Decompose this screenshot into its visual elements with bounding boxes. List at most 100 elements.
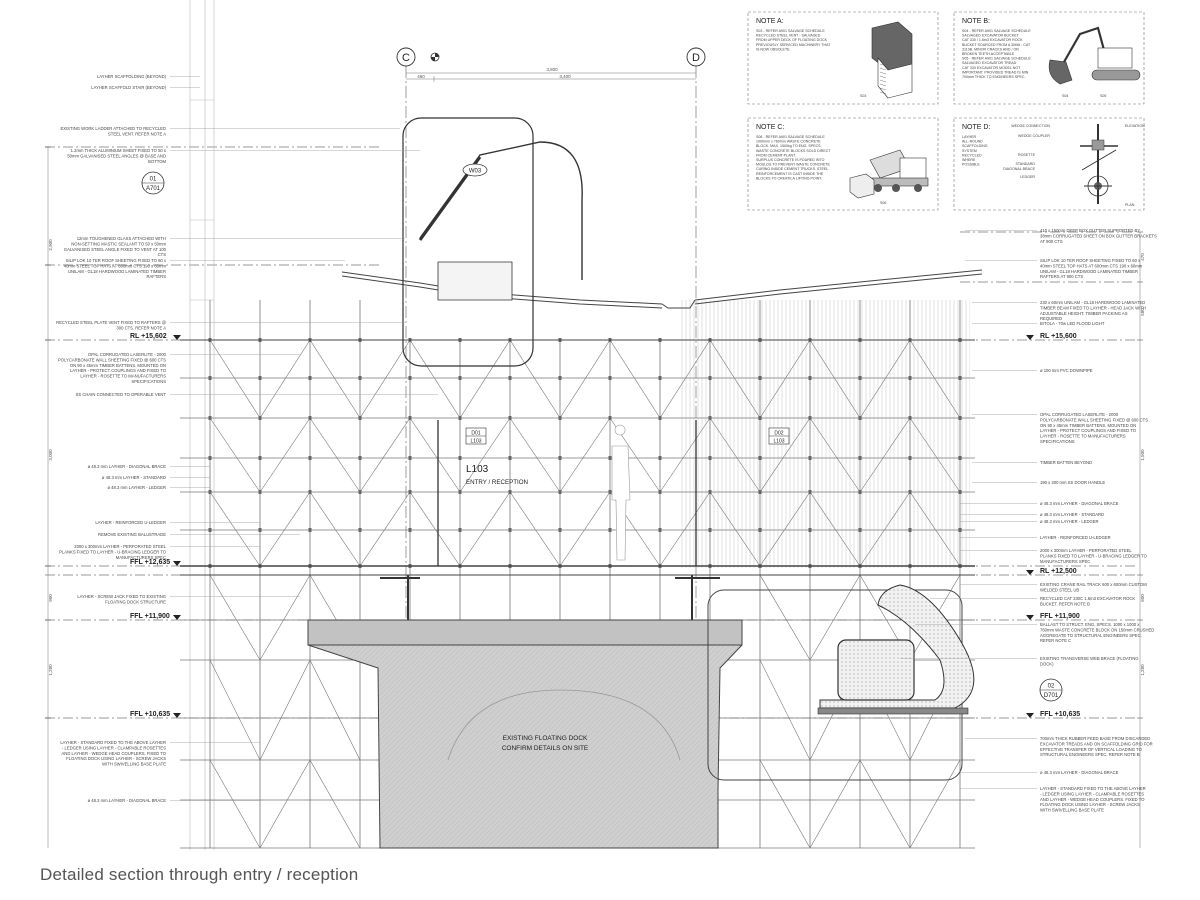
deck-planks	[180, 565, 975, 576]
svg-text:SILIP LOK 10 TER ROOF SHEETING: SILIP LOK 10 TER ROOF SHEETING FIXED TO …	[1040, 258, 1141, 263]
left-note: OPAL CORRUGATED LASERLITE - 2000POLYCARB…	[58, 352, 300, 384]
svg-text:AGGREGATE TO STRUCTURAL ENGINE: AGGREGATE TO STRUCTURAL ENGINEERS SPEC.	[1040, 633, 1142, 638]
svg-text:EFFECTIVE TRANSFER OF VERTICAL: EFFECTIVE TRANSFER OF VERTICAL LOADING T…	[1040, 747, 1143, 752]
svg-text:PLAN: PLAN	[1125, 203, 1135, 207]
left-note: ø 48.3 mm LAYHER - DIAGONAL BRACE	[88, 798, 260, 803]
svg-text:WELDED STEEL UB: WELDED STEEL UB	[1040, 587, 1079, 592]
svg-text:- LEDGER USING LAYHER - CLAMPA: - LEDGER USING LAYHER - CLAMPABLE ROSETT…	[1040, 791, 1144, 796]
top-dimensions	[406, 72, 696, 82]
level-marker-ffl-10635-r: FFL +10,635	[1026, 711, 1080, 718]
right-note: 190 x 300 mm SS DOOR HANDLE	[972, 480, 1105, 485]
svg-text:DOCK): DOCK)	[1040, 661, 1054, 666]
ref01-num: 01	[150, 177, 157, 183]
svg-text:ø 48.3 mm LAYHER - DIAGONAL BR: ø 48.3 mm LAYHER - DIAGONAL BRACE	[88, 464, 167, 469]
centre-line-symbol	[430, 52, 440, 62]
right-note: BITOLA - 70w LED FLOOD LIGHT	[972, 321, 1105, 326]
svg-text:POLYCARBONATE WALL SHEETING FI: POLYCARBONATE WALL SHEETING FIXED @ 600 …	[58, 357, 166, 362]
left-note: RECYCLED STEEL PLATE VENT FIXED TO RAFTE…	[56, 320, 405, 330]
svg-text:LAYHER - STANDARD FIXED TO THE: LAYHER - STANDARD FIXED TO THE ABOVE LAY…	[60, 740, 166, 745]
svg-text:STANDARD: STANDARD	[1015, 162, 1035, 166]
svg-text:LEDGER: LEDGER	[1020, 175, 1035, 179]
svg-text:S04: S04	[1062, 94, 1068, 98]
svg-text:SALVAGED EXCAVATOR TREAD: SALVAGED EXCAVATOR TREAD	[962, 61, 1017, 65]
right-note: EXISTING TRANSVERSE WEB BRACE (FLOATINGD…	[900, 656, 1139, 666]
svg-text:S05 - REFER A901 SALVAGE SCHED: S05 - REFER A901 SALVAGE SCHEDULE	[962, 57, 1031, 61]
svg-text:ELEVATION: ELEVATION	[1125, 124, 1145, 128]
level-label: RL +12,500	[1040, 568, 1077, 575]
dim-right: 600	[1140, 594, 1145, 602]
note-a-vent-illustration: S03	[860, 21, 913, 99]
svg-text:AND LAYHER - WEDGE HEAD COUPLE: AND LAYHER - WEDGE HEAD COUPLERS. FIXED …	[1040, 797, 1145, 802]
svg-text:FLOATING DOCK STRUCTURE: FLOATING DOCK STRUCTURE	[105, 599, 166, 604]
svg-text:RAFTERS AT 900 CTS: RAFTERS AT 900 CTS	[1040, 274, 1083, 279]
svg-text:POSSIBLE: POSSIBLE	[962, 163, 980, 167]
svg-text:S05: S05	[1100, 94, 1106, 98]
svg-text:SS CHAIN CONNECTED TO OPERABLE: SS CHAIN CONNECTED TO OPERABLE VENT	[76, 392, 167, 397]
svg-text:LAYHER - STANDARD FIXED TO THE: LAYHER - STANDARD FIXED TO THE ABOVE LAY…	[1040, 786, 1146, 791]
room-number: L103	[466, 464, 489, 475]
dock-label-2: CONFIRM DETAILS ON SITE	[502, 745, 589, 752]
svg-text:FROM CEMENT PLANT.: FROM CEMENT PLANT.	[756, 153, 796, 157]
svg-text:ON 90 x 45mm TIMBER BATTENS. M: ON 90 x 45mm TIMBER BATTENS. MOUNTED ON	[1040, 423, 1136, 428]
left-note: ø 48.3 mm LAYHER - LEDGER	[107, 485, 210, 490]
left-note: SS CHAIN CONNECTED TO OPERABLE VENT	[76, 392, 438, 397]
dim-sub-a: 460	[417, 74, 425, 79]
grid-bubble-d: D	[686, 47, 706, 67]
svg-text:SALVAGED EXCAVATOR BUCKET: SALVAGED EXCAVATOR BUCKET	[962, 34, 1020, 38]
door-d01-tag: D01 L103	[465, 427, 487, 445]
note-box-c: NOTE C:S06 - REFER A901 SALVAGE SCHEDULE…	[747, 117, 939, 211]
dock-web-brace	[447, 689, 681, 761]
level-label: RL +15,602	[130, 333, 167, 340]
level-label: RL +15,600	[1040, 333, 1077, 340]
svg-text:IMPORTANT. PROVIDED TREAD IS M: IMPORTANT. PROVIDED TREAD IS MIN	[962, 70, 1029, 74]
svg-text:S04 - REFER A901 SALVAGE SCHED: S04 - REFER A901 SALVAGE SCHEDULE	[962, 29, 1031, 33]
svg-text:RECYCLED STEEL PLATE VENT FIXE: RECYCLED STEEL PLATE VENT FIXED TO RAFTE…	[56, 320, 166, 325]
tag-w03-label: W03	[469, 169, 482, 175]
svg-text:ø 48.3 mm LAYHER - LEDGER: ø 48.3 mm LAYHER - LEDGER	[1040, 519, 1099, 524]
grid-label-d: D	[692, 52, 700, 64]
dim-left: 3,000	[48, 449, 53, 461]
left-note: EXISTING WORK LADDER ATTACHED TO RECYCLE…	[60, 126, 400, 136]
tag-d01-bottom: L103	[470, 439, 481, 445]
level-label: FFL +11,900	[130, 613, 170, 620]
svg-text:LAYHER - SCREW JACK FIXED TO E: LAYHER - SCREW JACK FIXED TO EXISTING	[77, 594, 166, 599]
svg-text:OPAL CORRUGATED LASERLITE - 20: OPAL CORRUGATED LASERLITE - 2000	[88, 352, 167, 357]
svg-text:190 x 300 mm SS DOOR HANDLE: 190 x 300 mm SS DOOR HANDLE	[1040, 480, 1105, 485]
svg-text:BROKEN TEETH ACCEPTABLE: BROKEN TEETH ACCEPTABLE	[962, 52, 1015, 56]
svg-text:700mm THICK TO ENGINEERS SPEC.: 700mm THICK TO ENGINEERS SPEC.	[962, 75, 1026, 79]
dim-right: 470	[1140, 253, 1145, 261]
right-note: LAYHER - REINFORCED U-LEDGER	[960, 535, 1111, 540]
left-note: 1.2mm THICK ALUMINIUM SHEET FIXED TO 50 …	[67, 148, 420, 164]
svg-text:WEDGE CONNECTION: WEDGE CONNECTION	[1011, 124, 1050, 128]
level-label: FFL +10,635	[1040, 711, 1080, 718]
left-note: 2000 x 300mm LAYHER - PERFORATED STEELPL…	[59, 544, 260, 560]
right-note: ø 48.3 mm LAYHER - LEDGER	[960, 519, 1099, 524]
svg-text:ø 48.3 mm LAYHER - DIAGONAL BR: ø 48.3 mm LAYHER - DIAGONAL BRACE	[1040, 501, 1119, 506]
svg-text:MANUFACTURERS SPEC: MANUFACTURERS SPEC	[1040, 559, 1090, 564]
left-note: 12mm TOUGHENED GLASS ATTACHED WITHNON-SE…	[64, 236, 405, 257]
dim-sub-b: 3,400	[559, 74, 571, 79]
svg-text:BITOLA - 70w LED FLOOD LIGHT: BITOLA - 70w LED FLOOD LIGHT	[1040, 321, 1105, 326]
left-note: SILIP LOK 10 TER ROOF SHEETING FIXED TO …	[64, 258, 345, 279]
grid-bubble-c: C	[396, 47, 416, 67]
svg-text:RECYCLED: RECYCLED	[962, 153, 982, 157]
grid-lines	[405, 66, 697, 620]
svg-text:TIMBER BATTEN BEYOND: TIMBER BATTEN BEYOND	[1040, 460, 1092, 465]
dock-deck	[307, 619, 743, 646]
dim-left: 2,900	[48, 239, 53, 251]
svg-text:SURPLUS CONCRETE IS POURED INT: SURPLUS CONCRETE IS POURED INTO	[756, 158, 825, 162]
dim-right: 1,280	[1140, 664, 1145, 676]
left-annotations: LAYHER SCAFFOLDING (BEYOND)LAYHER SCAFFO…	[56, 74, 438, 803]
svg-text:IS NOW OBSOLETE.: IS NOW OBSOLETE.	[756, 47, 791, 51]
dim-left: 900	[48, 594, 53, 602]
svg-text:BUCKET. REFER NOTE B: BUCKET. REFER NOTE B	[1040, 601, 1090, 606]
note-b-excavator-illustration: S04 S05	[1048, 26, 1141, 98]
svg-text:ROSETTE: ROSETTE	[1018, 153, 1036, 157]
drawing-caption: Detailed section through entry / recepti…	[40, 865, 359, 884]
svg-text:UNILAM - GL18 HARDWOOD LAMINAT: UNILAM - GL18 HARDWOOD LAMINATED TIMBER	[1040, 269, 1138, 274]
svg-text:EXISTING TRANSVERSE WEB BRACE: EXISTING TRANSVERSE WEB BRACE (FLOATING	[1040, 656, 1139, 661]
svg-text:300 CTS. REFER NOTE A: 300 CTS. REFER NOTE A	[116, 325, 166, 330]
svg-text:410 x 150mm DEEP BOX GUTTER SU: 410 x 150mm DEEP BOX GUTTER SUPPORTED BY	[1040, 228, 1140, 233]
